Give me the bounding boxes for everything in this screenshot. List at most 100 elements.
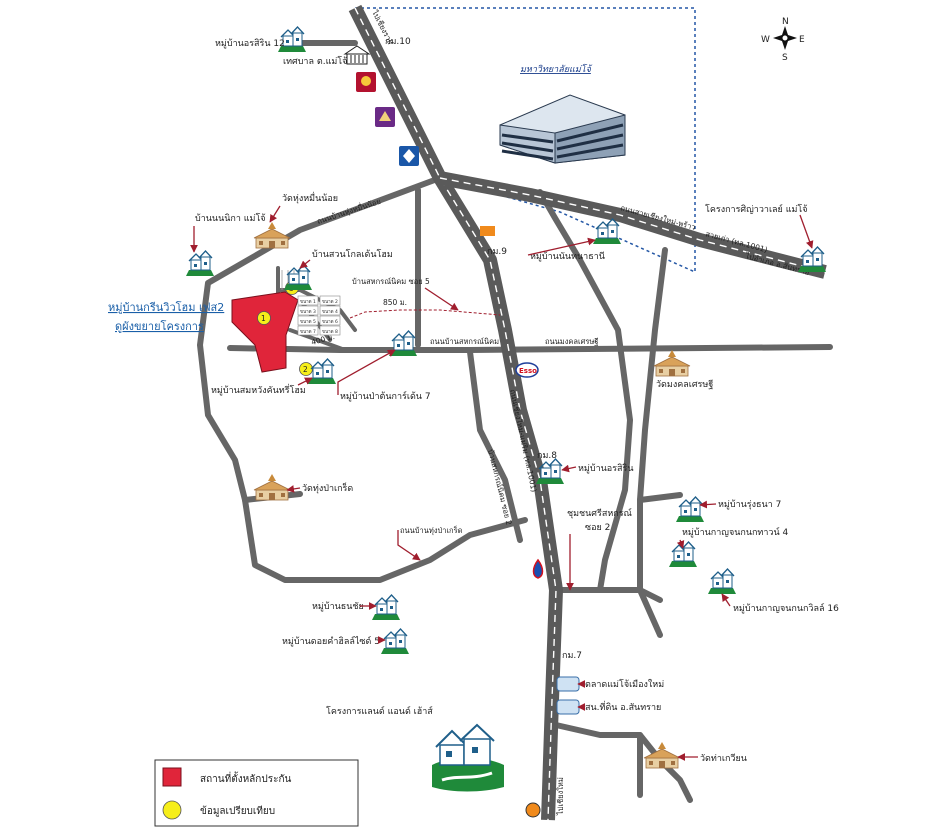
esso-text: Esso bbox=[519, 367, 537, 375]
distance-850-label: 850 ม. bbox=[383, 298, 407, 307]
legend: สถานที่ตั้งหลักประกัน ข้อมูลเปรียบเทียบ bbox=[154, 759, 359, 827]
label-doikham5: หมู่บ้านดอยคำฮิลล์ไซด์ 5 bbox=[282, 635, 380, 647]
site-lot bbox=[297, 325, 319, 336]
compass-n: N bbox=[782, 17, 789, 27]
marker-1-text: 1 bbox=[261, 314, 266, 323]
label-market: ตลาดแม่โจ้เมืองใหม่ bbox=[585, 679, 664, 690]
house-icon-nanika bbox=[185, 250, 215, 277]
land-house-icon bbox=[432, 723, 504, 792]
road-sahakorn-label: ถนนบ้านสหกรณ์นิคม bbox=[430, 337, 499, 346]
label-thanachai: หมู่บ้านธนชัย bbox=[312, 601, 364, 612]
site-lot-label: ขนาด 1 bbox=[300, 299, 316, 305]
legend-swatch-comparison bbox=[162, 800, 182, 820]
label-rungthana7: หมู่บ้านรุ่งธนา 7 bbox=[718, 499, 781, 510]
site-lot-label: ขนาด 8 bbox=[322, 329, 338, 335]
market-icon bbox=[556, 676, 580, 692]
site-lot bbox=[319, 295, 341, 306]
label-sahakorn-soi5: บ้านสหกรณ์นิคม ซอย 5 bbox=[352, 277, 430, 286]
label-wat-mueang-noi: วัดหุ่งหมื่นน้อย bbox=[282, 191, 338, 204]
legend-box bbox=[154, 759, 359, 827]
site-lot bbox=[297, 315, 319, 326]
house-icon-papark bbox=[388, 330, 418, 357]
label-land-house: โครงการแลนด์ แอนด์ เฮ้าส์ bbox=[326, 705, 433, 717]
label-wat-tha: วัดท่าเกวียน bbox=[700, 753, 747, 764]
ptt-icon bbox=[532, 558, 544, 579]
house-icon-doikham bbox=[380, 628, 410, 655]
house-icon-thanachai bbox=[371, 594, 401, 621]
site-lot-label: ขนาด 7 bbox=[300, 329, 316, 335]
municipality-icon bbox=[343, 45, 371, 65]
label-nanika: บ้านนนนิกา แม่โจ้ bbox=[195, 213, 266, 224]
marker-1[interactable]: 1 bbox=[257, 311, 271, 325]
road-mongkol-label: ถนนมงคลเศรษฐี bbox=[545, 337, 598, 346]
road-pakred-label: ถนนบ้านทุ่งป่าเกร็ด bbox=[400, 525, 463, 535]
legend-label-site: สถานที่ตั้งหลักประกัน bbox=[200, 771, 291, 785]
site-lot bbox=[297, 305, 319, 316]
compass-w: W bbox=[761, 35, 770, 45]
site-lot bbox=[319, 325, 341, 336]
label-orasirin: หมู่บ้านอรสิริน bbox=[578, 463, 634, 474]
site-lot bbox=[319, 305, 341, 316]
label-chumchon-soi: ซอย 2 bbox=[585, 523, 610, 533]
minor-roads bbox=[197, 40, 833, 803]
site-lot bbox=[319, 315, 341, 326]
university-label: มหาวิทยาลัยแม่โจ้ bbox=[520, 63, 593, 75]
km10-label: กม.10 bbox=[385, 37, 411, 47]
site-lot-label: ขนาด 5 bbox=[300, 319, 316, 325]
bank-icon-3 bbox=[399, 146, 419, 166]
compass-s: S bbox=[782, 53, 788, 63]
bank-icon-2 bbox=[375, 107, 395, 127]
label-papark7: หมู่บ้านป่าต้นการ์เด้น 7 bbox=[340, 390, 431, 402]
label-wat-mongkol: วัดมงคลเศรษฐี bbox=[656, 379, 713, 390]
gas-station-icon-south bbox=[525, 802, 541, 818]
compass-rose: N S E W bbox=[761, 17, 805, 63]
site-lot bbox=[297, 295, 319, 306]
marker-2[interactable]: 2 bbox=[299, 362, 313, 376]
label-chumchon: ชุมชนศรีสหกรณ์ bbox=[567, 507, 632, 519]
university-boundary bbox=[355, 7, 696, 274]
project-site-polygon bbox=[231, 291, 299, 373]
legend-label-comparison: ข้อมูลเปรียบเทียบ bbox=[200, 805, 275, 817]
temple-icon-pakred bbox=[253, 473, 291, 501]
legend-swatch-site bbox=[162, 767, 182, 787]
site-lot-label: ขนาด 6 bbox=[322, 319, 338, 325]
label-project-main: หมู่บ้านกรีนวิวโฮม เฟส2 bbox=[108, 300, 224, 314]
km9-label: กม.9 bbox=[487, 247, 507, 257]
label-orasirin12: หมู่บ้านอรสิริน 12 bbox=[215, 38, 285, 49]
highway-main bbox=[348, 4, 563, 821]
highway-old bbox=[438, 171, 827, 279]
police-icon bbox=[556, 699, 580, 715]
site-lot-label: ขนาด 2 bbox=[322, 299, 338, 305]
house-icon-kanchana4 bbox=[668, 541, 698, 568]
temple-icon-mueang-noi bbox=[253, 221, 291, 249]
label-art: โครงการศิญ่าวาเลย์ แม่โจ้ bbox=[705, 203, 808, 215]
label-police: สน.ที่ดิน อ.สันทราย bbox=[585, 700, 661, 713]
bank-icon-1 bbox=[356, 72, 376, 92]
label-kanchana4: หมู่บ้านกาญจนกนกทาวน์ 4 bbox=[682, 526, 788, 538]
label-somwang: หมู่บ้านสมหวังคันทรี่โฮม bbox=[211, 383, 306, 396]
site-lot-label: ขนาด 4 bbox=[322, 309, 338, 315]
label-nanthanani: หมู่บ้านนันทนาธานี bbox=[530, 251, 605, 262]
university-building-icon bbox=[499, 94, 626, 164]
arrows bbox=[190, 205, 814, 761]
compass-e: E bbox=[799, 35, 805, 45]
seven-eleven-icon bbox=[480, 226, 495, 236]
house-icon-kanchana16 bbox=[707, 568, 737, 595]
marker-2-text: 2 bbox=[303, 365, 308, 374]
house-icon-rungthana bbox=[675, 496, 705, 523]
temple-icon-mongkol bbox=[653, 349, 691, 377]
site-lots: ขนาด 1 ขนาด 2 ขนาด 3 ขนาด 4 ขนาด 5 ขนาด 6 ขนาด… bbox=[297, 295, 341, 336]
label-municipality: เทศบาล ต.แม่โจ้ bbox=[283, 56, 347, 67]
distance-850-line bbox=[349, 309, 501, 319]
label-suan: บ้านสวนโกลเด้นโฮม bbox=[312, 249, 393, 260]
km7-label: กม.7 bbox=[562, 651, 582, 661]
km8-label: กม.8 bbox=[537, 451, 557, 461]
label-project-sub: ดูผังขยายโครงการ bbox=[115, 319, 204, 333]
label-wat-pakred: วัดทุ่งป่าเกร็ด bbox=[302, 481, 353, 494]
site-lot-label: ขนาด 3 bbox=[300, 309, 316, 315]
to-south-label: ไปเชียงใหม่ bbox=[556, 777, 565, 816]
house-icon-nanthana bbox=[592, 218, 622, 245]
label-kanchana16: หมู่บ้านกาญจนกนกวิลล์ 16 bbox=[733, 602, 839, 614]
esso-icon: Esso bbox=[515, 362, 539, 378]
